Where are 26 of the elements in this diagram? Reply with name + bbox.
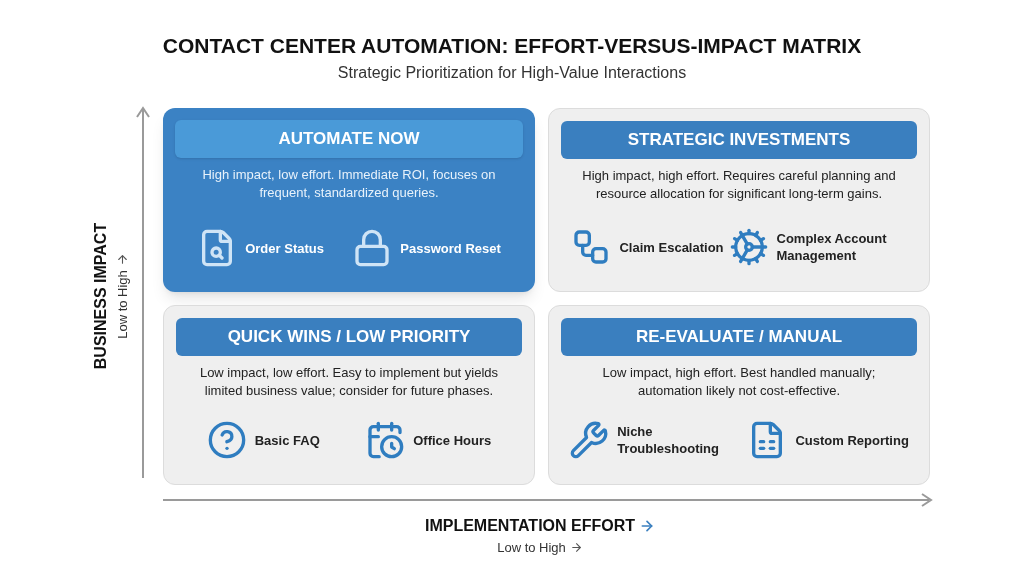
quadrant-card	[163, 305, 535, 485]
item-label: Custom Reporting	[795, 431, 909, 449]
axis-title: BUSINESS IMPACT	[91, 222, 110, 370]
description-text: High impact, high effort. Requires careful planning and resource allocation for significant long-term gains.	[581, 166, 897, 203]
heading-band: QUICK WINS / LOW PRIORITY	[176, 318, 522, 356]
subtitle: Strategic Prioritization for High-Value Interactions	[336, 63, 688, 83]
quadrant-card	[163, 108, 535, 292]
description-text: Low impact, low effort. Easy to implement but yields limited business value; consider for future phases.	[198, 363, 500, 400]
item-label: Basic FAQ	[254, 431, 320, 449]
heading-band: AUTOMATE NOW	[175, 120, 523, 158]
quadrant-card	[548, 305, 930, 485]
heading-band: STRATEGIC INVESTMENTS	[561, 121, 917, 159]
description-text: High impact, low effort. Immediate ROI, focuses on frequent, standardized queries.	[201, 165, 497, 202]
title: CONTACT CENTER AUTOMATION: EFFORT-VERSUS-IMPACT MATRIX	[161, 33, 863, 59]
item-label: Password Reset	[400, 239, 501, 257]
description-text: Low impact, high effort. Best handled manually; automation likely not cost-effective.	[601, 363, 877, 400]
item-label: Niche Troubleshooting	[617, 423, 720, 457]
quadrant-card	[548, 108, 930, 292]
axis-title: IMPLEMENTATION EFFORT	[424, 516, 636, 536]
item-label: Complex Account Management	[776, 230, 888, 264]
axis-subtitle: Low to High	[497, 539, 566, 557]
item-label: Order Status	[245, 239, 324, 257]
axis-subtitle: Low to High	[114, 270, 131, 339]
item-label: Claim Escalation	[619, 238, 724, 256]
heading-band: RE-EVALUATE / MANUAL	[561, 318, 917, 356]
item-label: Office Hours	[413, 431, 492, 449]
